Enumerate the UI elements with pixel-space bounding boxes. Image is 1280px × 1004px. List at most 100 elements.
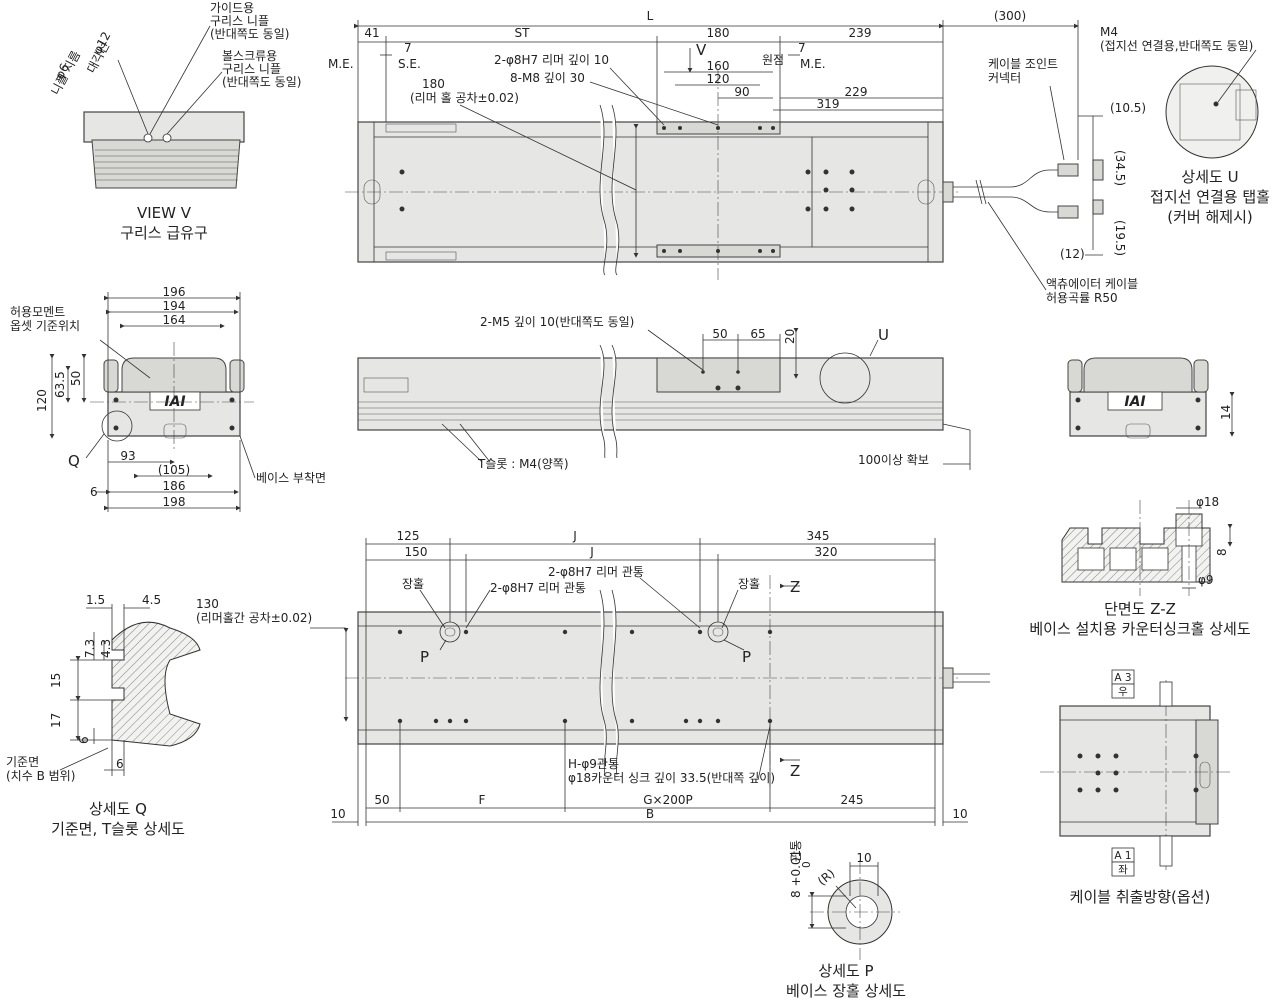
- v-guide-label3: (반대쪽도 동일): [210, 27, 289, 41]
- u-m4-note: (접지선 연결용,반대쪽도 동일): [1100, 39, 1253, 53]
- v-ball-label: 볼스크류용: [222, 49, 277, 63]
- q-15: 15: [49, 673, 63, 688]
- b-B: B: [646, 807, 654, 821]
- cable-bend-label: 액츄에이터 케이블: [1046, 277, 1138, 291]
- b-P1: P: [420, 648, 429, 666]
- cable-joint-label2: 커넥터: [988, 71, 1021, 85]
- cable-a1: A 1: [1114, 850, 1131, 862]
- m8-note: 8-M8 깊이 30: [510, 71, 585, 85]
- detail-p-subtitle: 베이스 장홀 상세도: [786, 982, 906, 1000]
- dim-160: 160: [707, 59, 730, 73]
- q-4-3: 4.3: [99, 639, 113, 658]
- ev-93: 93: [120, 449, 135, 463]
- b-345: 345: [807, 529, 830, 543]
- view-v-subtitle: 구리스 급유구: [120, 224, 208, 242]
- p-pass: 관통: [789, 840, 803, 862]
- u-d12: (12): [1060, 247, 1085, 261]
- q-17: 17: [49, 713, 63, 728]
- cable-connector-a: [1057, 163, 1079, 177]
- reamer-note: 2-φ8H7 리머 깊이 10: [494, 53, 609, 67]
- detail-q-subtitle: 기준면, T슬롯 상세도: [51, 820, 185, 838]
- side-65: 65: [750, 327, 765, 341]
- ev-194: 194: [163, 299, 186, 313]
- q-1-5: 1.5: [86, 593, 105, 607]
- ev-50: 50: [69, 371, 83, 386]
- end-view: IAI 196 194 164 허용모멘트 옵셋 기준위: [10, 285, 326, 512]
- v-hex: 대각선: [84, 40, 112, 76]
- dim-7a: 7: [404, 41, 412, 55]
- detail-u-subtitle2: (커버 해제시): [1167, 208, 1252, 226]
- q-ref2: (치수 B 범위): [6, 769, 75, 783]
- bottom-view: 125 150 J J 345 320 130 (리머홀간 공차±0.02) 장…: [196, 529, 990, 826]
- cable-option: A 3 우 A 1 좌 케이블 취출방향(옵션): [1040, 669, 1230, 906]
- ev-164: 164: [163, 313, 186, 327]
- se-label: S.E.: [398, 57, 421, 71]
- b-Z1: Z: [790, 578, 800, 596]
- u-m4: M4: [1100, 25, 1118, 39]
- view-v-body: [91, 139, 241, 189]
- zz-8: 8: [1215, 548, 1229, 556]
- detail-u-title: 상세도 U: [1181, 168, 1238, 186]
- dim-180b: 180: [422, 77, 445, 91]
- b-150: 150: [405, 545, 428, 559]
- u-d34-5: (34.5): [1113, 150, 1127, 186]
- b-50: 50: [374, 793, 389, 807]
- me-right: M.E.: [800, 57, 826, 71]
- side-view: 2-M5 깊이 10(반대쪽도 동일) 50 65 20 U T슬롯 : M4(…: [357, 315, 971, 471]
- side-U: U: [878, 326, 889, 344]
- dim-120: 120: [707, 72, 730, 86]
- p-tol2: 0: [801, 861, 813, 868]
- top-view: 케이블 조인트 커넥터 액츄에이터 케이블 허용곡률 R50 L 41 ST 1…: [328, 9, 1138, 305]
- me-left: M.E.: [328, 57, 354, 71]
- cable-bend-label2: 허용곡률 R50: [1046, 291, 1118, 305]
- detail-u-marker: [819, 352, 871, 404]
- right-end-view: IAI 14: [1067, 357, 1235, 439]
- b-320: 320: [815, 545, 838, 559]
- q-6b: 6: [116, 757, 124, 771]
- zz-subtitle: 베이스 설치용 카운터싱크홀 상세도: [1029, 620, 1251, 638]
- b-h-hole: H-φ9관통: [568, 757, 619, 771]
- iai-logo: [149, 391, 201, 411]
- dim-ST: ST: [515, 26, 531, 40]
- v-phi6: φ6: [52, 61, 72, 81]
- detail-q-body: [111, 621, 201, 747]
- side-20: 20: [783, 329, 797, 344]
- cable-option-body: [1059, 705, 1211, 837]
- dim-300: (300): [994, 9, 1026, 23]
- ev-196: 196: [163, 285, 186, 299]
- ground-tap-icon: [1213, 101, 1219, 107]
- ev-120: 120: [35, 389, 49, 412]
- reamer-tol: (리머 홀 공차±0.02): [410, 91, 519, 105]
- side-m5-note: 2-M5 깊이 10(반대쪽도 동일): [480, 315, 634, 329]
- section-zz: φ18 8 φ9 단면도 Z-Z 베이스 설치용 카운터싱크홀 상세도: [1029, 495, 1251, 638]
- cable-a3-icon: [1159, 681, 1173, 707]
- tslot-label: T슬롯 : M4(양쪽): [477, 457, 569, 471]
- q-ref: 기준면: [6, 755, 39, 769]
- cable-joint-label: 케이블 조인트: [988, 57, 1058, 71]
- detail-p: 8 +0.01 0 관통 10 (R) 상세도 P 베이스 장홀 상세도: [786, 840, 906, 1000]
- b-245: 245: [841, 793, 864, 807]
- zz-phi9: φ9: [1198, 573, 1214, 587]
- dim-90: 90: [734, 85, 749, 99]
- b-h-note: φ18카운터 싱크 깊이 33.5(반대쪽 깊이): [568, 771, 775, 785]
- cable-option-title: 케이블 취출방향(옵션): [1070, 888, 1211, 906]
- v-ball-label2: 구리스 니플: [222, 62, 281, 76]
- u-d10-5: (10.5): [1110, 101, 1146, 115]
- v-guide-label: 가이드용: [210, 1, 254, 15]
- zz-title: 단면도 Z-Z: [1104, 600, 1176, 618]
- b-F: F: [479, 793, 486, 807]
- cable-connector-b: [1057, 205, 1079, 219]
- u-d19-5: (19.5): [1113, 220, 1127, 256]
- dim-239: 239: [849, 26, 872, 40]
- side-view-body: [357, 357, 944, 431]
- guide-nipple-icon: [143, 133, 153, 143]
- dim-41: 41: [364, 26, 379, 40]
- detail-u: M4 (접지선 연결용,반대쪽도 동일) (10.5) (34.5) (19.5…: [1060, 25, 1270, 261]
- ev-6: 6: [90, 485, 98, 499]
- side-50: 50: [712, 327, 727, 341]
- b-P2: P: [742, 648, 751, 666]
- b-J2: J: [589, 545, 594, 559]
- ballscrew-nipple-icon: [162, 133, 172, 143]
- dim-229: 229: [845, 85, 868, 99]
